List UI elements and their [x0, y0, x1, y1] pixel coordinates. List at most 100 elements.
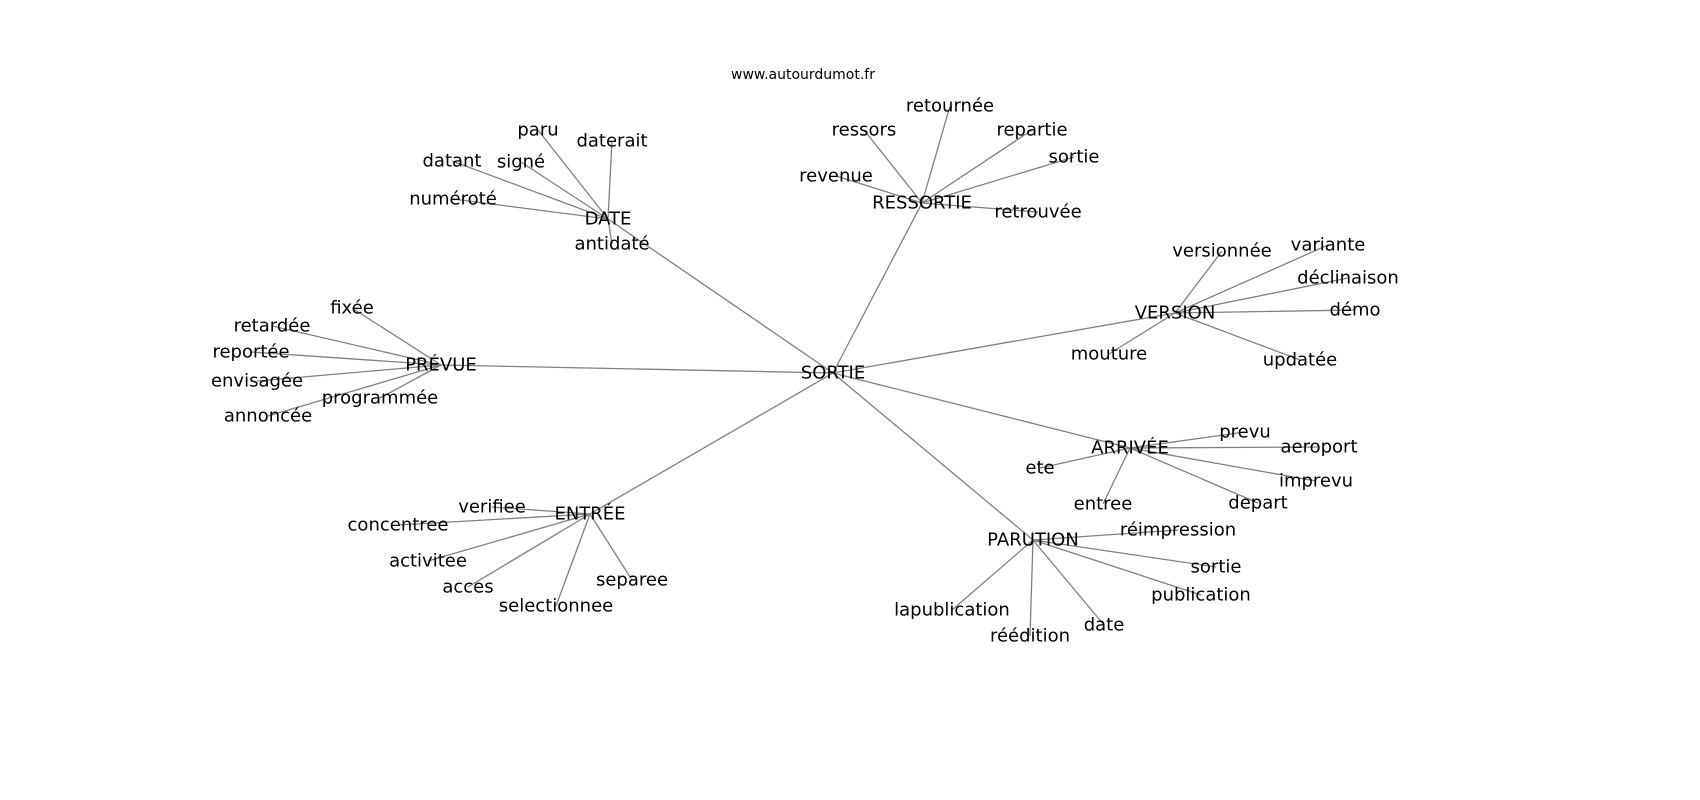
- hub-word-node[interactable]: RESSORTIE: [872, 193, 972, 214]
- edge-hub-leaf: [921, 202, 1039, 213]
- leaf-word-node[interactable]: antidaté: [574, 234, 649, 255]
- edge-hub-leaf: [267, 364, 442, 417]
- edge-hub-leaf: [1032, 539, 1217, 568]
- leaf-word-node[interactable]: datant: [422, 151, 481, 172]
- leaf-word-node[interactable]: sortie: [1049, 147, 1100, 168]
- edge-center-hub: [832, 202, 923, 374]
- edge-hub-leaf: [379, 364, 442, 399]
- edge-hub-leaf: [256, 364, 442, 382]
- edge-hub-leaf: [1174, 277, 1349, 314]
- leaf-word-node[interactable]: repartie: [996, 120, 1067, 141]
- edge-center-hub: [832, 312, 1176, 374]
- leaf-word-node[interactable]: concentree: [348, 515, 449, 536]
- leaf-word-node[interactable]: mouture: [1071, 344, 1148, 365]
- edge-center-hub: [589, 372, 834, 515]
- edge-hub-leaf: [835, 175, 923, 204]
- leaf-word-node[interactable]: envisagée: [211, 371, 303, 392]
- hub-word-node[interactable]: VERSION: [1135, 303, 1216, 324]
- edge-hub-leaf: [537, 129, 609, 220]
- edge-hub-leaf: [863, 129, 923, 204]
- edge-hub-leaf: [1039, 447, 1131, 469]
- leaf-word-node[interactable]: reportée: [212, 342, 289, 363]
- edge-center-hub: [440, 364, 834, 374]
- leaf-word-node[interactable]: verifiee: [458, 497, 526, 518]
- leaf-word-node[interactable]: retrouvée: [994, 202, 1081, 223]
- edge-hub-leaf: [427, 513, 591, 562]
- leaf-word-node[interactable]: acces: [442, 577, 493, 598]
- center-word-node[interactable]: SORTIE: [801, 363, 865, 384]
- leaf-word-node[interactable]: activitee: [389, 551, 467, 572]
- leaf-word-node[interactable]: ressors: [832, 120, 897, 141]
- edge-hub-leaf: [1129, 446, 1320, 449]
- leaf-word-node[interactable]: depart: [1228, 493, 1287, 514]
- edge-hub-leaf: [1174, 244, 1329, 314]
- leaf-word-node[interactable]: déclinaison: [1297, 268, 1399, 289]
- leaf-word-node[interactable]: retournée: [906, 96, 994, 117]
- leaf-word-node[interactable]: démo: [1329, 300, 1380, 321]
- leaf-word-node[interactable]: variante: [1291, 235, 1366, 256]
- leaf-word-node[interactable]: annoncée: [224, 406, 312, 427]
- edge-hub-leaf: [951, 539, 1034, 611]
- leaf-word-node[interactable]: prevu: [1219, 422, 1271, 443]
- edge-hub-leaf: [351, 307, 442, 366]
- leaf-word-node[interactable]: versionnée: [1172, 241, 1271, 262]
- leaf-word-node[interactable]: updatée: [1263, 350, 1338, 371]
- leaf-word-node[interactable]: numéroté: [409, 189, 497, 210]
- edge-hub-leaf: [397, 513, 591, 526]
- edge-center-hub: [832, 372, 1034, 541]
- edge-hub-leaf: [1102, 447, 1131, 505]
- leaf-word-node[interactable]: imprevu: [1279, 471, 1353, 492]
- leaf-word-node[interactable]: revenue: [799, 166, 873, 187]
- edge-hub-leaf: [607, 218, 613, 245]
- leaf-word-node[interactable]: date: [1084, 615, 1125, 636]
- leaf-word-node[interactable]: programmée: [322, 388, 439, 409]
- edge-hub-leaf: [250, 351, 442, 366]
- edge-hub-leaf: [520, 161, 609, 220]
- edge-hub-leaf: [491, 506, 591, 515]
- edge-hub-leaf: [555, 513, 591, 607]
- edge-hub-leaf: [1129, 447, 1259, 504]
- edge-center-hub: [832, 372, 1131, 449]
- edge-hub-leaf: [1032, 539, 1202, 596]
- edge-hub-leaf: [1032, 539, 1105, 626]
- leaf-word-node[interactable]: selectionnee: [499, 596, 613, 617]
- leaf-word-node[interactable]: paru: [517, 120, 558, 141]
- edge-hub-leaf: [1032, 529, 1179, 541]
- edge-center-hub: [607, 218, 834, 374]
- leaf-word-node[interactable]: ete: [1025, 458, 1054, 479]
- hub-word-node[interactable]: ENTRÉE: [554, 503, 625, 525]
- hub-word-node[interactable]: PRÉVUE: [405, 354, 477, 376]
- edge-hub-leaf: [452, 198, 609, 220]
- edge-hub-leaf: [1108, 312, 1176, 355]
- leaf-word-node[interactable]: sortie: [1191, 557, 1242, 578]
- edge-hub-leaf: [1029, 539, 1034, 637]
- edge-hub-leaf: [607, 140, 613, 220]
- edge-hub-leaf: [271, 325, 442, 366]
- leaf-word-node[interactable]: retardée: [234, 316, 311, 337]
- leaf-word-node[interactable]: aeroport: [1280, 437, 1357, 458]
- leaf-word-node[interactable]: lapublication: [894, 600, 1010, 621]
- edge-hub-leaf: [1174, 312, 1301, 361]
- edge-hub-leaf: [1174, 250, 1223, 314]
- edge-hub-leaf: [1129, 447, 1317, 482]
- edge-hub-leaf: [921, 156, 1075, 204]
- edge-hub-leaf: [467, 513, 591, 588]
- hub-word-node[interactable]: ARRIVÉE: [1091, 437, 1169, 459]
- leaf-word-node[interactable]: daterait: [576, 131, 647, 152]
- edge-hub-leaf: [589, 513, 633, 581]
- hub-word-node[interactable]: PARUTION: [987, 530, 1079, 551]
- site-watermark: www.autourdumot.fr: [731, 67, 875, 83]
- leaf-word-node[interactable]: entree: [1074, 494, 1133, 515]
- leaf-word-node[interactable]: réédition: [990, 626, 1070, 647]
- edge-hub-leaf: [921, 129, 1033, 204]
- leaf-word-node[interactable]: réimpression: [1120, 520, 1236, 541]
- leaf-word-node[interactable]: signé: [497, 152, 545, 173]
- edge-hub-leaf: [1129, 431, 1246, 449]
- leaf-word-node[interactable]: separee: [596, 570, 668, 591]
- leaf-word-node[interactable]: fixée: [330, 298, 374, 319]
- edge-hub-leaf: [1174, 309, 1356, 314]
- leaf-word-node[interactable]: publication: [1151, 585, 1251, 606]
- hub-word-node[interactable]: DATE: [585, 209, 632, 230]
- edge-hub-leaf: [921, 105, 951, 204]
